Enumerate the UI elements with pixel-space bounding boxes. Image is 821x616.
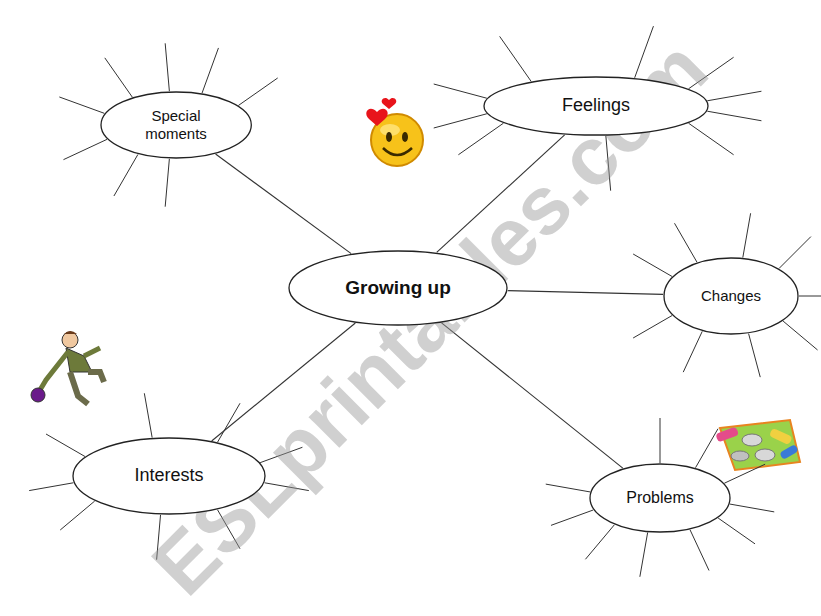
branch-line — [508, 291, 663, 295]
spoke-line — [46, 434, 85, 457]
spoke-line — [202, 48, 218, 93]
spoke-line — [683, 331, 702, 372]
spoke-line — [749, 334, 761, 377]
spoke-line — [114, 154, 138, 196]
smiley-icon — [366, 98, 423, 166]
mind-map-ellipse: Growing up — [288, 250, 508, 326]
spoke-line — [144, 393, 152, 437]
spoke-line — [434, 114, 487, 128]
node-label: Growing up — [345, 277, 451, 300]
spoke-line — [105, 58, 133, 97]
bowler-figure — [31, 331, 104, 404]
spoke-line — [546, 484, 590, 492]
spoke-line — [29, 483, 73, 491]
spoke-line — [783, 321, 817, 350]
mind-map-ellipse: Changes — [663, 257, 799, 335]
spoke-line — [500, 36, 532, 81]
spoke-line — [238, 78, 277, 106]
node-label: Special moments — [128, 107, 224, 143]
node-label: Feelings — [562, 95, 630, 117]
spoke-line — [458, 123, 503, 155]
mind-map-ellipse: Special moments — [100, 91, 252, 159]
spoke-line — [585, 525, 614, 559]
spoke-line — [633, 316, 672, 339]
spoke-line — [165, 159, 169, 207]
spoke-line — [718, 518, 755, 544]
spoke-line — [165, 43, 169, 91]
spoke-line — [689, 123, 734, 155]
branch-line — [216, 154, 352, 254]
spoke-line — [799, 296, 821, 297]
node-label: Changes — [701, 287, 761, 305]
node-label: Problems — [626, 488, 694, 507]
spoke-line — [551, 510, 593, 525]
mind-map-ellipse: Feelings — [483, 76, 709, 136]
spoke-line — [724, 464, 765, 483]
pills-icon — [715, 420, 800, 470]
spoke-line — [59, 97, 104, 113]
spoke-line — [434, 84, 487, 98]
spoke-line — [690, 530, 709, 571]
node-label: Interests — [134, 465, 203, 487]
spoke-line — [218, 403, 241, 442]
spoke-line — [696, 429, 719, 468]
spoke-line — [779, 237, 811, 269]
spoke-line — [633, 254, 672, 277]
spoke-line — [640, 532, 648, 576]
spoke-line — [707, 111, 761, 121]
mind-map-ellipse: Problems — [589, 463, 731, 533]
spoke-line — [730, 504, 774, 512]
spoke-line — [675, 223, 698, 262]
spoke-line — [743, 213, 751, 257]
spoke-line — [63, 139, 107, 159]
spoke-line — [660, 418, 661, 463]
mind-map-ellipse: Interests — [72, 437, 266, 515]
spoke-line — [60, 501, 94, 530]
